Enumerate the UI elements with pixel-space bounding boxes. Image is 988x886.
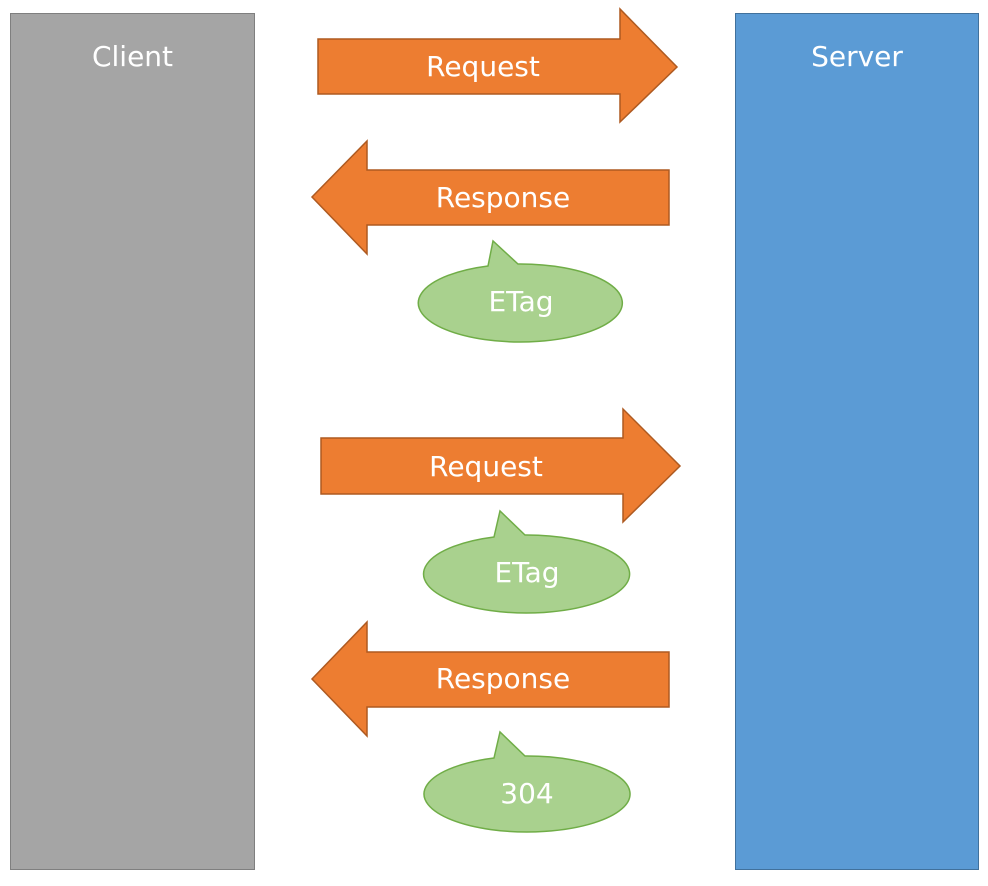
request-arrow-1 bbox=[317, 7, 679, 124]
status-304-callout bbox=[423, 730, 631, 833]
etag-label-1: ETag bbox=[488, 285, 554, 318]
request-arrow-2 bbox=[320, 407, 682, 524]
response-label-2: Response bbox=[435, 662, 571, 695]
client-title: Client bbox=[91, 40, 174, 73]
response-label-1: Response bbox=[435, 181, 571, 214]
response-arrow-1 bbox=[310, 139, 670, 256]
server-title: Server bbox=[811, 40, 903, 73]
client-column: Client bbox=[10, 13, 255, 870]
request-label-2: Request bbox=[429, 450, 543, 483]
etag-callout-2 bbox=[422, 509, 631, 614]
server-column: Server bbox=[735, 13, 979, 870]
etag-callout-1 bbox=[417, 239, 624, 343]
status-304-label: 304 bbox=[500, 777, 554, 810]
response-arrow-2 bbox=[310, 620, 670, 738]
request-label-1: Request bbox=[426, 50, 540, 83]
etag-label-2: ETag bbox=[494, 556, 560, 589]
